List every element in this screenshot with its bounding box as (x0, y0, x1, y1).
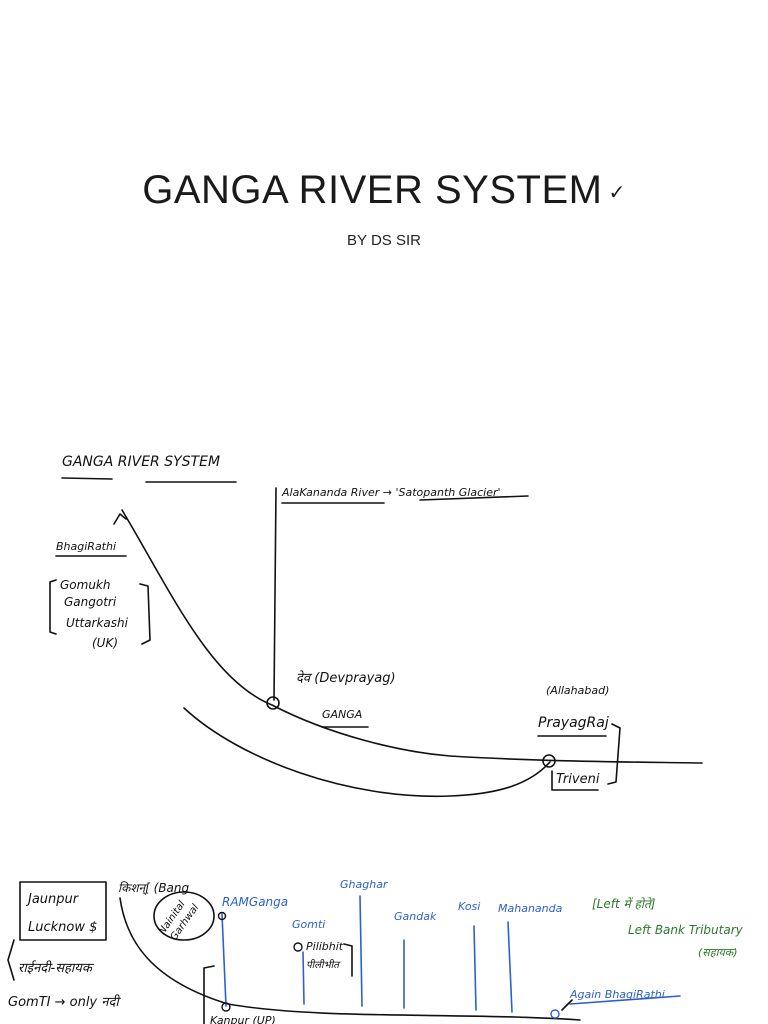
allahabad-label: (Allahabad) (546, 684, 609, 697)
kosi-label: Kosi (458, 900, 480, 913)
prayagraj-bracket (537, 723, 621, 785)
source-gomukh: Gomukh (60, 578, 111, 592)
left-margin-brackets (7, 939, 215, 1024)
triveni-label: Triveni (556, 772, 600, 787)
devprayag-label: देव (Devprayag) (296, 670, 396, 686)
gandak-label: Gandak (394, 910, 437, 923)
split-arrow-icon (561, 999, 573, 1011)
triveni-box (551, 770, 599, 791)
ghaghar-label: Ghaghar (340, 878, 389, 891)
mahananda-label: Mahananda (498, 902, 563, 915)
bhagirathi-label: BhagiRathi (56, 540, 116, 553)
ramganga-river-line (221, 913, 227, 1007)
check-mark-icon: ✓ (608, 181, 626, 204)
notes-heading: GANGA RIVER SYSTEM (62, 454, 220, 470)
pilibhit-bracket (343, 943, 353, 977)
ramganga-label: RAMGanga (222, 895, 288, 909)
alaknanda-underline (281, 495, 529, 504)
nainital-garhwal-circle (153, 891, 215, 941)
ganga-label: GANGA (322, 708, 362, 721)
slide-subtitle: BY DS SIR (347, 232, 421, 249)
gomti-label: Gomti (292, 918, 325, 931)
source-uttarkashi: Uttarkashi (66, 616, 129, 630)
bhagirathi-split-icon (550, 1009, 560, 1019)
kanpur-confluence-icon (221, 1002, 231, 1012)
prayagraj-confluence-icon (542, 754, 556, 768)
source-uk: (UK) (92, 636, 118, 650)
bhagirathi-ganga-river-line (121, 509, 703, 764)
pilibhit-hindi-label: पीलीभीत (306, 959, 341, 971)
alaknanda-label: AlaKananda River → 'Satopanth Glacier' (281, 486, 501, 499)
mahananda-river-line (507, 921, 513, 1013)
devprayag-confluence-icon (266, 696, 280, 710)
source-gangotri: Gangotri (64, 595, 117, 609)
alaknanda-river-line (273, 487, 277, 701)
ramganga-source-icon (217, 911, 227, 921)
arrow-icon (113, 513, 127, 525)
yamuna-river-line (183, 707, 551, 798)
lucknow-label: Lucknow $ (28, 920, 97, 935)
kanpur-label: Kanpur (UP) (210, 1014, 276, 1024)
again-bhagirathi-underline (569, 995, 681, 1005)
pilibhit-source-icon (293, 942, 303, 952)
gomti-only-note: GomTI → only नदी (8, 994, 121, 1010)
left-bank-note-2: Left Bank Tributary (628, 923, 744, 937)
source-brackets (49, 579, 151, 645)
heading-underline (61, 477, 237, 483)
slide-title-text: GANGA RIVER SYSTEM (142, 168, 603, 212)
left-bank-note-3: (सहायक) (698, 946, 738, 959)
prayagraj-label: PrayagRaj (538, 715, 609, 731)
left-bank-note-1: [Left में होते] (592, 897, 656, 911)
gomti-river-line (302, 951, 305, 1005)
sahayak-note: राईनदी-सहायक (18, 960, 95, 976)
kishangan-label: किशन्[ (Bang (118, 881, 190, 896)
kosi-river-line (473, 925, 477, 1011)
ganga-lower-course-line (119, 897, 581, 1021)
pilibhit-label: Pilibhit (306, 940, 344, 953)
jaunpur-box (19, 881, 107, 941)
again-bhagirathi-label: Again BhagiRathi (569, 988, 665, 1001)
slide-title: GANGA RIVER SYSTEM✓ (0, 168, 768, 213)
ghaghar-river-line (359, 895, 363, 1007)
jaunpur-label: Jaunpur (25, 892, 80, 907)
